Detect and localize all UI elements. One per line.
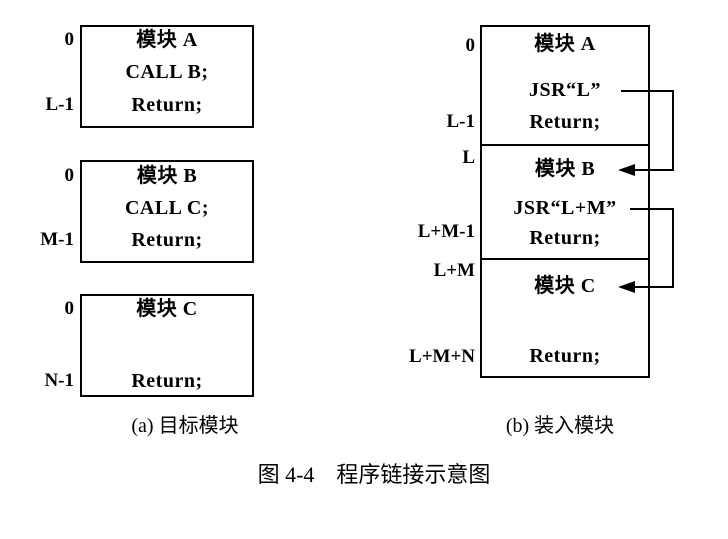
- address-label: L-1: [446, 111, 476, 132]
- section-footer-line: Return;: [529, 111, 601, 133]
- arrow-head-icon: [618, 281, 635, 293]
- arrow-head-icon: [618, 164, 635, 176]
- section-divider: [480, 258, 650, 260]
- address-label: L: [462, 147, 475, 168]
- address-label: L+M-1: [417, 221, 475, 242]
- address-label: N-1: [44, 370, 74, 391]
- figure-title: 图 4-4 程序链接示意图: [257, 462, 491, 487]
- address-label: L-1: [45, 94, 75, 115]
- module-footer-line: Return;: [131, 229, 203, 251]
- arrow-segment: [630, 208, 674, 210]
- address-label: L+M: [433, 260, 475, 281]
- section-divider: [480, 144, 650, 146]
- address-label: 0: [465, 35, 476, 56]
- object-module-a-box: [80, 25, 254, 128]
- section-footer-line: Return;: [529, 227, 601, 249]
- object-module-c-box: [80, 294, 254, 397]
- module-title: 模块 A: [136, 29, 198, 51]
- module-body-line: CALL C;: [124, 197, 210, 219]
- address-label: 0: [64, 165, 75, 186]
- module-footer-line: Return;: [131, 370, 203, 392]
- address-label: 0: [64, 298, 75, 319]
- address-label: L+M+N: [409, 346, 475, 367]
- right-panel-caption: (b) 装入模块: [505, 415, 615, 437]
- arrow-segment: [634, 286, 674, 288]
- address-label: M-1: [40, 229, 74, 250]
- module-title: 模块 B: [136, 165, 198, 187]
- arrow-segment: [672, 208, 674, 288]
- module-title: 模块 C: [136, 298, 198, 320]
- arrow-segment: [672, 90, 674, 171]
- section-body-line: JSR“L+M”: [513, 197, 617, 219]
- module-body-line: CALL B;: [125, 61, 209, 83]
- address-label: 0: [64, 29, 75, 50]
- arrow-segment: [621, 90, 674, 92]
- module-footer-line: Return;: [131, 94, 203, 116]
- load-module-box: [480, 25, 650, 378]
- section-title: 模块 A: [534, 33, 596, 55]
- section-title: 模块 C: [534, 275, 596, 297]
- object-module-b-box: [80, 160, 254, 263]
- arrow-segment: [634, 169, 674, 171]
- left-panel-caption: (a) 目标模块: [131, 415, 239, 437]
- section-body-line: JSR“L”: [529, 79, 601, 101]
- section-footer-line: Return;: [529, 345, 601, 367]
- section-title: 模块 B: [534, 158, 596, 180]
